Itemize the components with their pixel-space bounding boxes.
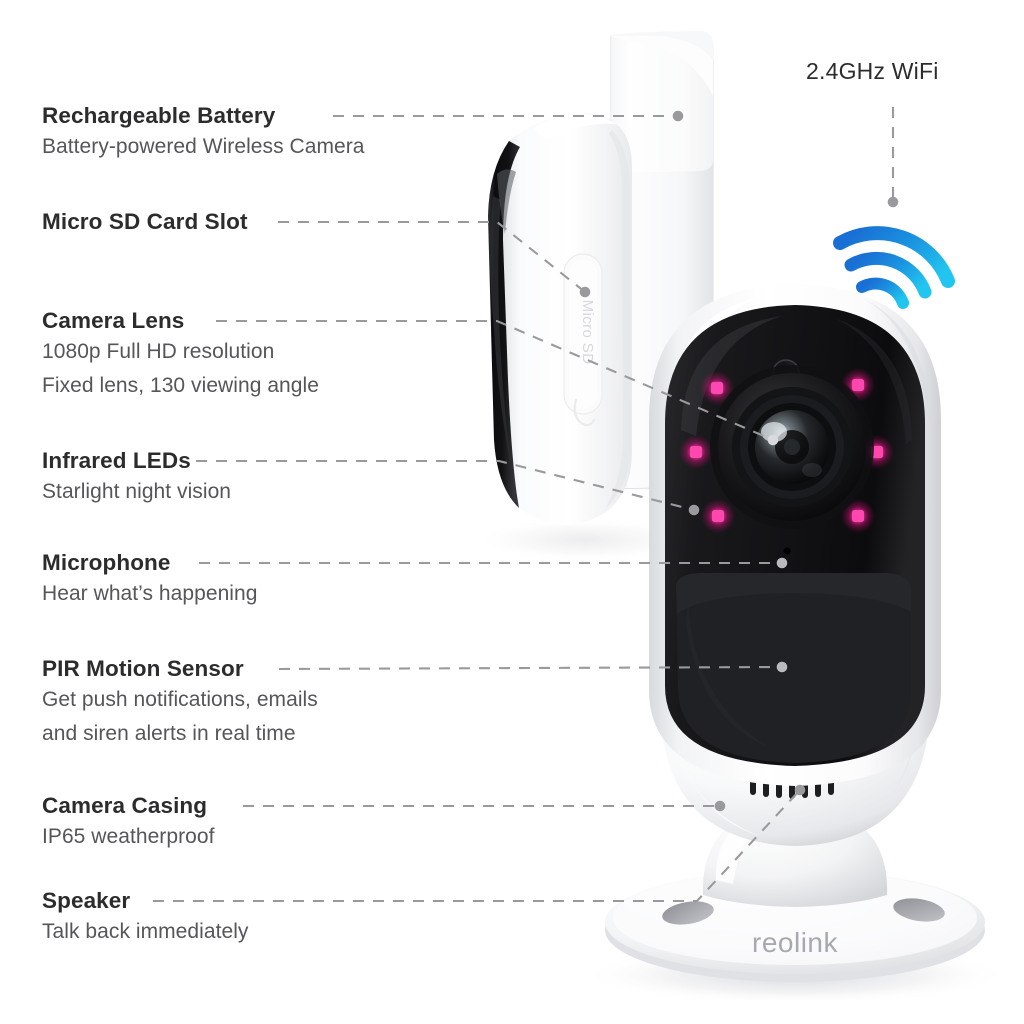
callout-title: Camera Lens [42, 308, 185, 333]
mount-base: reolink [605, 870, 985, 982]
callout-title: Rechargeable Battery [42, 103, 276, 128]
callout-camera-lens: Camera Lens 1080p Full HD resolution Fix… [42, 308, 319, 403]
callout-speaker: Speaker Talk back immediately [42, 888, 248, 949]
rear-unit-shadow [475, 518, 695, 562]
callout-title: Microphone [42, 550, 171, 575]
ir-led [841, 499, 875, 533]
screw-hole-left [662, 901, 714, 925]
battery-panel-top-curve [611, 34, 713, 96]
callout-desc-line: IP65 weatherproof [42, 824, 215, 848]
wifi-arc-middle [844, 251, 932, 299]
callout-desc-line: Talk back immediately [42, 919, 249, 943]
callout-title: PIR Motion Sensor [42, 656, 244, 681]
callout-desc-line: Starlight night vision [42, 479, 232, 503]
callout-desc-line: Get push notifications, emails [42, 687, 318, 711]
brand-logo: reolink [752, 927, 838, 958]
callout-desc-line: and siren alerts in real time [42, 721, 296, 745]
wifi-arc-outer [833, 226, 955, 288]
callout-title: Speaker [42, 888, 131, 913]
callout-desc-line: Hear what’s happening [42, 581, 258, 605]
callout-infrared-leds: Infrared LEDs Starlight night vision [42, 448, 231, 509]
callout-title: Micro SD Card Slot [42, 209, 248, 234]
callout-title: Infrared LEDs [42, 448, 191, 473]
callout-camera-casing: Camera Casing IP65 weatherproof [42, 793, 214, 854]
callout-microphone: Microphone Hear what’s happening [42, 550, 257, 611]
callout-desc-line: 1080p Full HD resolution [42, 339, 275, 363]
ir-led [701, 499, 735, 533]
wifi-badge-label: 2.4GHz WiFi [806, 58, 939, 84]
callout-title: Camera Casing [42, 793, 208, 818]
callout-rechargeable-battery: Rechargeable Battery Battery-powered Wir… [42, 103, 365, 164]
callout-desc-line: Battery-powered Wireless Camera [42, 134, 365, 158]
wifi-arc-inner [856, 277, 909, 309]
mic-pinhole [783, 547, 791, 555]
callout-desc-line: Fixed lens, 130 viewing angle [42, 373, 319, 397]
callout-micro-sd-card-slot: Micro SD Card Slot [42, 209, 248, 236]
screw-hole-right [893, 898, 945, 922]
pir-panel [676, 573, 911, 763]
callout-pir-motion-sensor: PIR Motion Sensor Get push notifications… [42, 656, 318, 751]
